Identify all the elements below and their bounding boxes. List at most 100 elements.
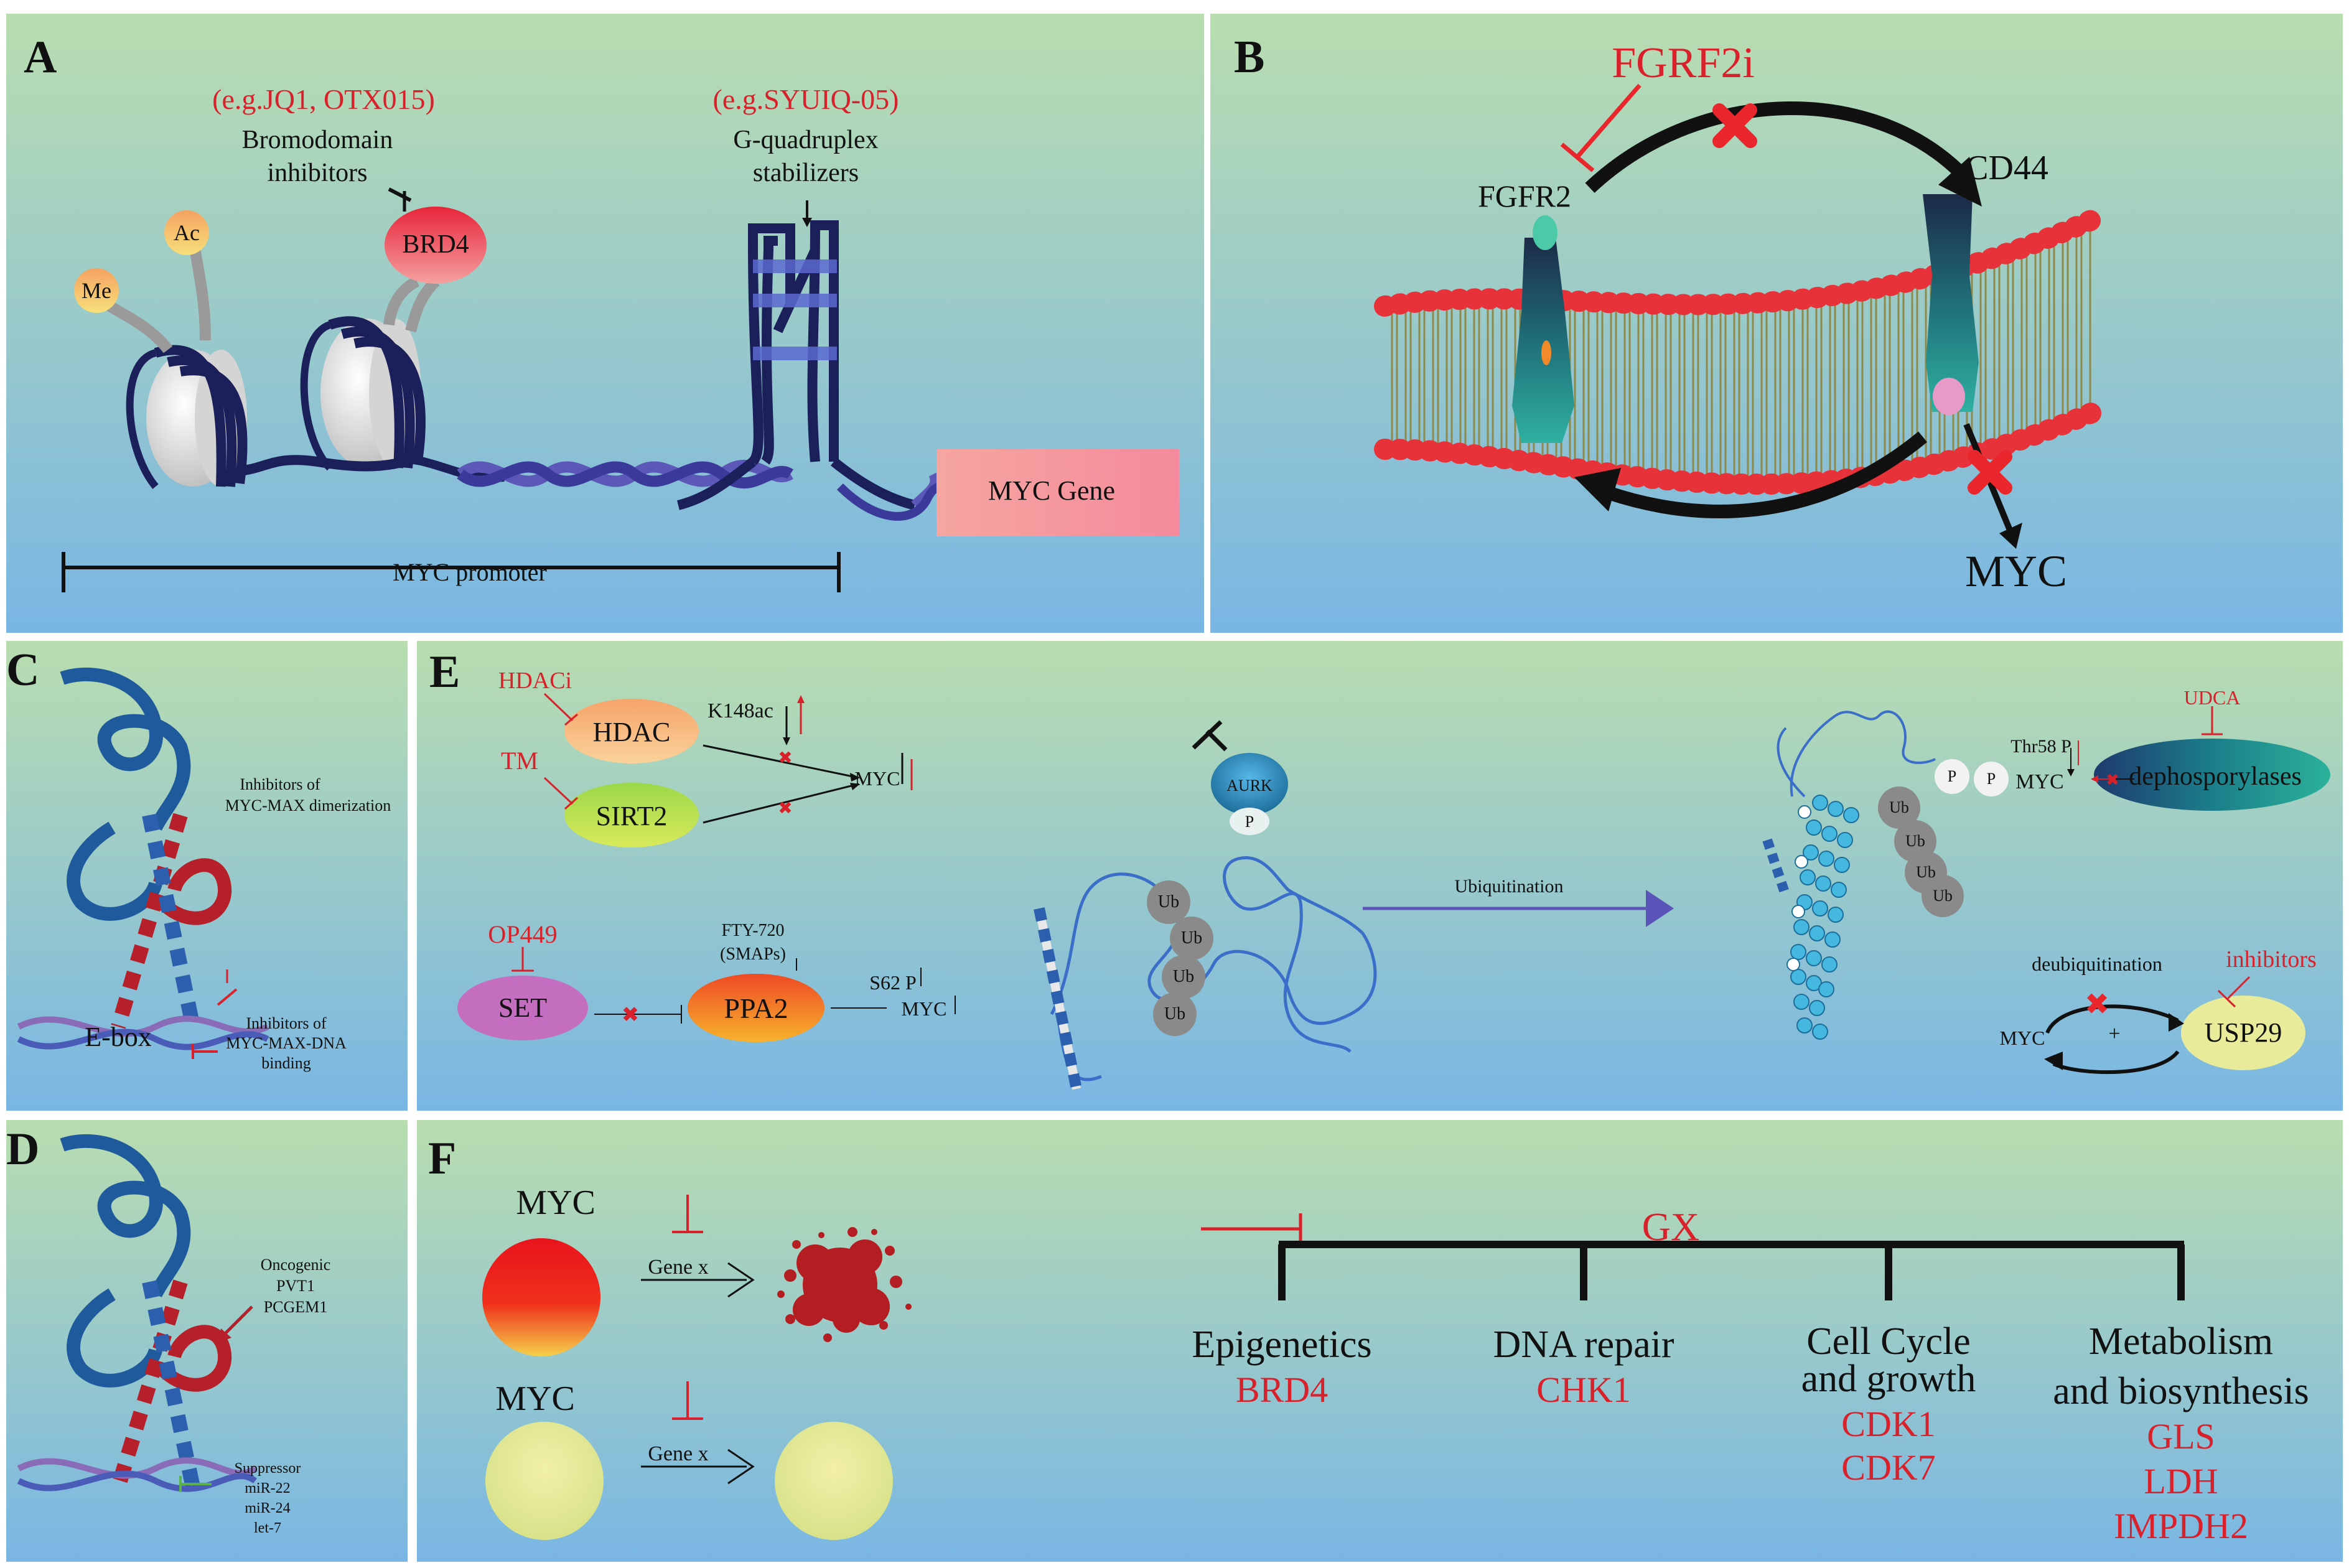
bromo-examples: (e.g.JQ1, OTX015) xyxy=(212,83,435,115)
block-x-myc xyxy=(1968,450,2012,495)
top-arrow xyxy=(1585,101,1962,194)
category-epigenetics-gene-1: BRD4 xyxy=(1235,1370,1329,1410)
svg-text:✖: ✖ xyxy=(2085,988,2109,1021)
category-dna-repair-gene-1: CHK1 xyxy=(1536,1370,1631,1410)
p-right-1: P xyxy=(1947,767,1957,785)
set-label: SET xyxy=(498,992,548,1023)
usp29-label: USP29 xyxy=(2204,1017,2282,1048)
ebox-label: E-box xyxy=(85,1022,152,1052)
suppressor-line3: miR-24 xyxy=(245,1500,291,1516)
nucleosome-1 xyxy=(126,345,248,489)
suppressor-line1: Suppressor xyxy=(234,1460,301,1477)
ac-label: Ac xyxy=(174,220,200,245)
oncogenic-line3: PCGEM1 xyxy=(263,1298,328,1316)
dna-binding-line2: MYC-MAX-DNA xyxy=(226,1034,347,1052)
bottom-arrow xyxy=(1606,431,1928,518)
panel-b: B FGRF2i FGFR2 CD44 MYC xyxy=(1210,14,2343,633)
panel-f-label: F xyxy=(428,1133,457,1184)
k148ac-label: K148ac xyxy=(708,699,773,722)
aurk-label: AURK xyxy=(1226,777,1273,795)
bromo-inhibitors-line1: Bromodomain xyxy=(241,126,393,154)
gx-label: GX xyxy=(1641,1205,1700,1249)
category-cell-cycle-gene-2: CDK7 xyxy=(1841,1447,1936,1488)
gq-examples: (e.g.SYUIQ-05) xyxy=(712,83,899,115)
panel-c-label: C xyxy=(6,645,40,696)
dimerization-line2: MYC-MAX dimerization xyxy=(225,796,391,814)
ub-right-4: Ub xyxy=(1933,887,1953,905)
sirt2-label: SIRT2 xyxy=(595,801,668,831)
ppa2-label: PPA2 xyxy=(724,992,788,1024)
myc-top-label: MYC xyxy=(516,1183,595,1222)
category-metabolism-gene-2: LDH xyxy=(2144,1461,2218,1501)
oncogenic-line2: PVT1 xyxy=(276,1277,315,1295)
dephosphorylases-label: dephosporylases xyxy=(2129,762,2302,791)
myc-bottom-label: MYC xyxy=(495,1379,575,1418)
block-x-top xyxy=(1712,103,1757,148)
ub-label-3: Ub xyxy=(1172,967,1195,986)
thr58p-label: Thr58 P xyxy=(2010,736,2071,757)
me-label: Me xyxy=(82,278,111,303)
myc-thr58-label: MYC xyxy=(2015,770,2064,793)
ub-label-2: Ub xyxy=(1180,928,1203,948)
panel-f: F MYC MYC Gene x Gene x GX Epigenetics B… xyxy=(417,1120,2343,1562)
myc-gene-label: MYC Gene xyxy=(988,475,1116,506)
panel-b-label: B xyxy=(1234,32,1265,83)
gene-x-bottom-label: Gene x xyxy=(648,1442,709,1465)
cd44-label: CD44 xyxy=(1965,149,2048,187)
gq-line1: G-quadruplex xyxy=(733,126,879,154)
udca-label: UDCA xyxy=(2183,686,2241,709)
oncogenic-line1: Oncogenic xyxy=(260,1256,331,1274)
panel-f-graphic xyxy=(417,1120,2343,1562)
myc-high-cell xyxy=(482,1238,600,1356)
panel-c-graphic xyxy=(6,641,408,1111)
hdaci-label: HDACi xyxy=(498,668,572,694)
ub-label-1: Ub xyxy=(1157,892,1180,912)
category-dna-repair-title: DNA repair xyxy=(1493,1323,1674,1366)
aurk-p-label: P xyxy=(1245,813,1254,831)
panel-e-graphic: ✖ ✖ ✖ xyxy=(417,641,2343,1111)
category-metabolism-gene-1: GLS xyxy=(2147,1416,2215,1457)
myc-promoter-label: MYC promoter xyxy=(393,558,547,586)
myc-hdac-label: MYC xyxy=(854,767,900,790)
panel-e: ✖ ✖ ✖ xyxy=(417,641,2343,1111)
me-mark xyxy=(74,268,119,313)
fty720-line1: FTY-720 xyxy=(721,921,785,940)
myc-gene-box xyxy=(936,449,1179,536)
panel-d-graphic xyxy=(6,1120,408,1562)
category-metabolism-gene-3: IMPDH2 xyxy=(2114,1506,2248,1546)
s62p-label: S62 P xyxy=(869,971,917,994)
inhibitors-label: inhibitors xyxy=(2226,946,2317,973)
svg-text:✖: ✖ xyxy=(778,798,792,818)
svg-text:✖: ✖ xyxy=(778,748,792,767)
dna-binding-line3: binding xyxy=(261,1054,311,1072)
op449-label: OP449 xyxy=(488,920,558,948)
category-metabolism-title-1: Metabolism xyxy=(2088,1320,2274,1363)
myc-s62-label: MYC xyxy=(901,997,947,1020)
category-cell-cycle-title-1: Cell Cycle xyxy=(1806,1320,1971,1363)
myc-label-b: MYC xyxy=(1964,546,2068,596)
category-epigenetics-title: Epigenetics xyxy=(1192,1323,1372,1366)
panel-c: C Inhibitors of MYC-MAX dimerization E-b… xyxy=(6,641,408,1111)
panel-b-graphic xyxy=(1210,14,2343,633)
svg-text:✖: ✖ xyxy=(2106,770,2119,789)
panel-a-graphic xyxy=(6,14,1204,633)
degraded-myc-protein xyxy=(1762,710,2009,1040)
ubiquitination-label: Ubiquitination xyxy=(1454,876,1564,897)
plus-label: + xyxy=(2108,1022,2121,1045)
hdac-label: HDAC xyxy=(592,717,671,747)
brd4-oval xyxy=(385,207,487,284)
myc-low-cell xyxy=(485,1422,604,1540)
deubiquitination-label: deubiquitination xyxy=(2032,953,2162,975)
ub-right-1: Ub xyxy=(1889,798,1909,816)
ub-right-2: Ub xyxy=(1905,832,1925,850)
dimerization-line1: Inhibitors of xyxy=(240,775,320,793)
apoptotic-cell xyxy=(777,1227,912,1342)
panel-d-label: D xyxy=(6,1124,40,1175)
panel-a: A (e.g.JQ1, OTX015) Bromodomain inhibito… xyxy=(6,14,1204,633)
brd4-label: BRD4 xyxy=(402,230,469,259)
fgfr2-label: FGFR2 xyxy=(1477,179,1572,213)
panel-d: D Oncogenic PVT1 PCGEM1 Suppressor miR-2… xyxy=(6,1120,408,1562)
suppressor-line2: miR-22 xyxy=(245,1480,291,1496)
category-cell-cycle-gene-1: CDK1 xyxy=(1841,1404,1936,1444)
fgfr2-receptor xyxy=(1512,238,1574,443)
